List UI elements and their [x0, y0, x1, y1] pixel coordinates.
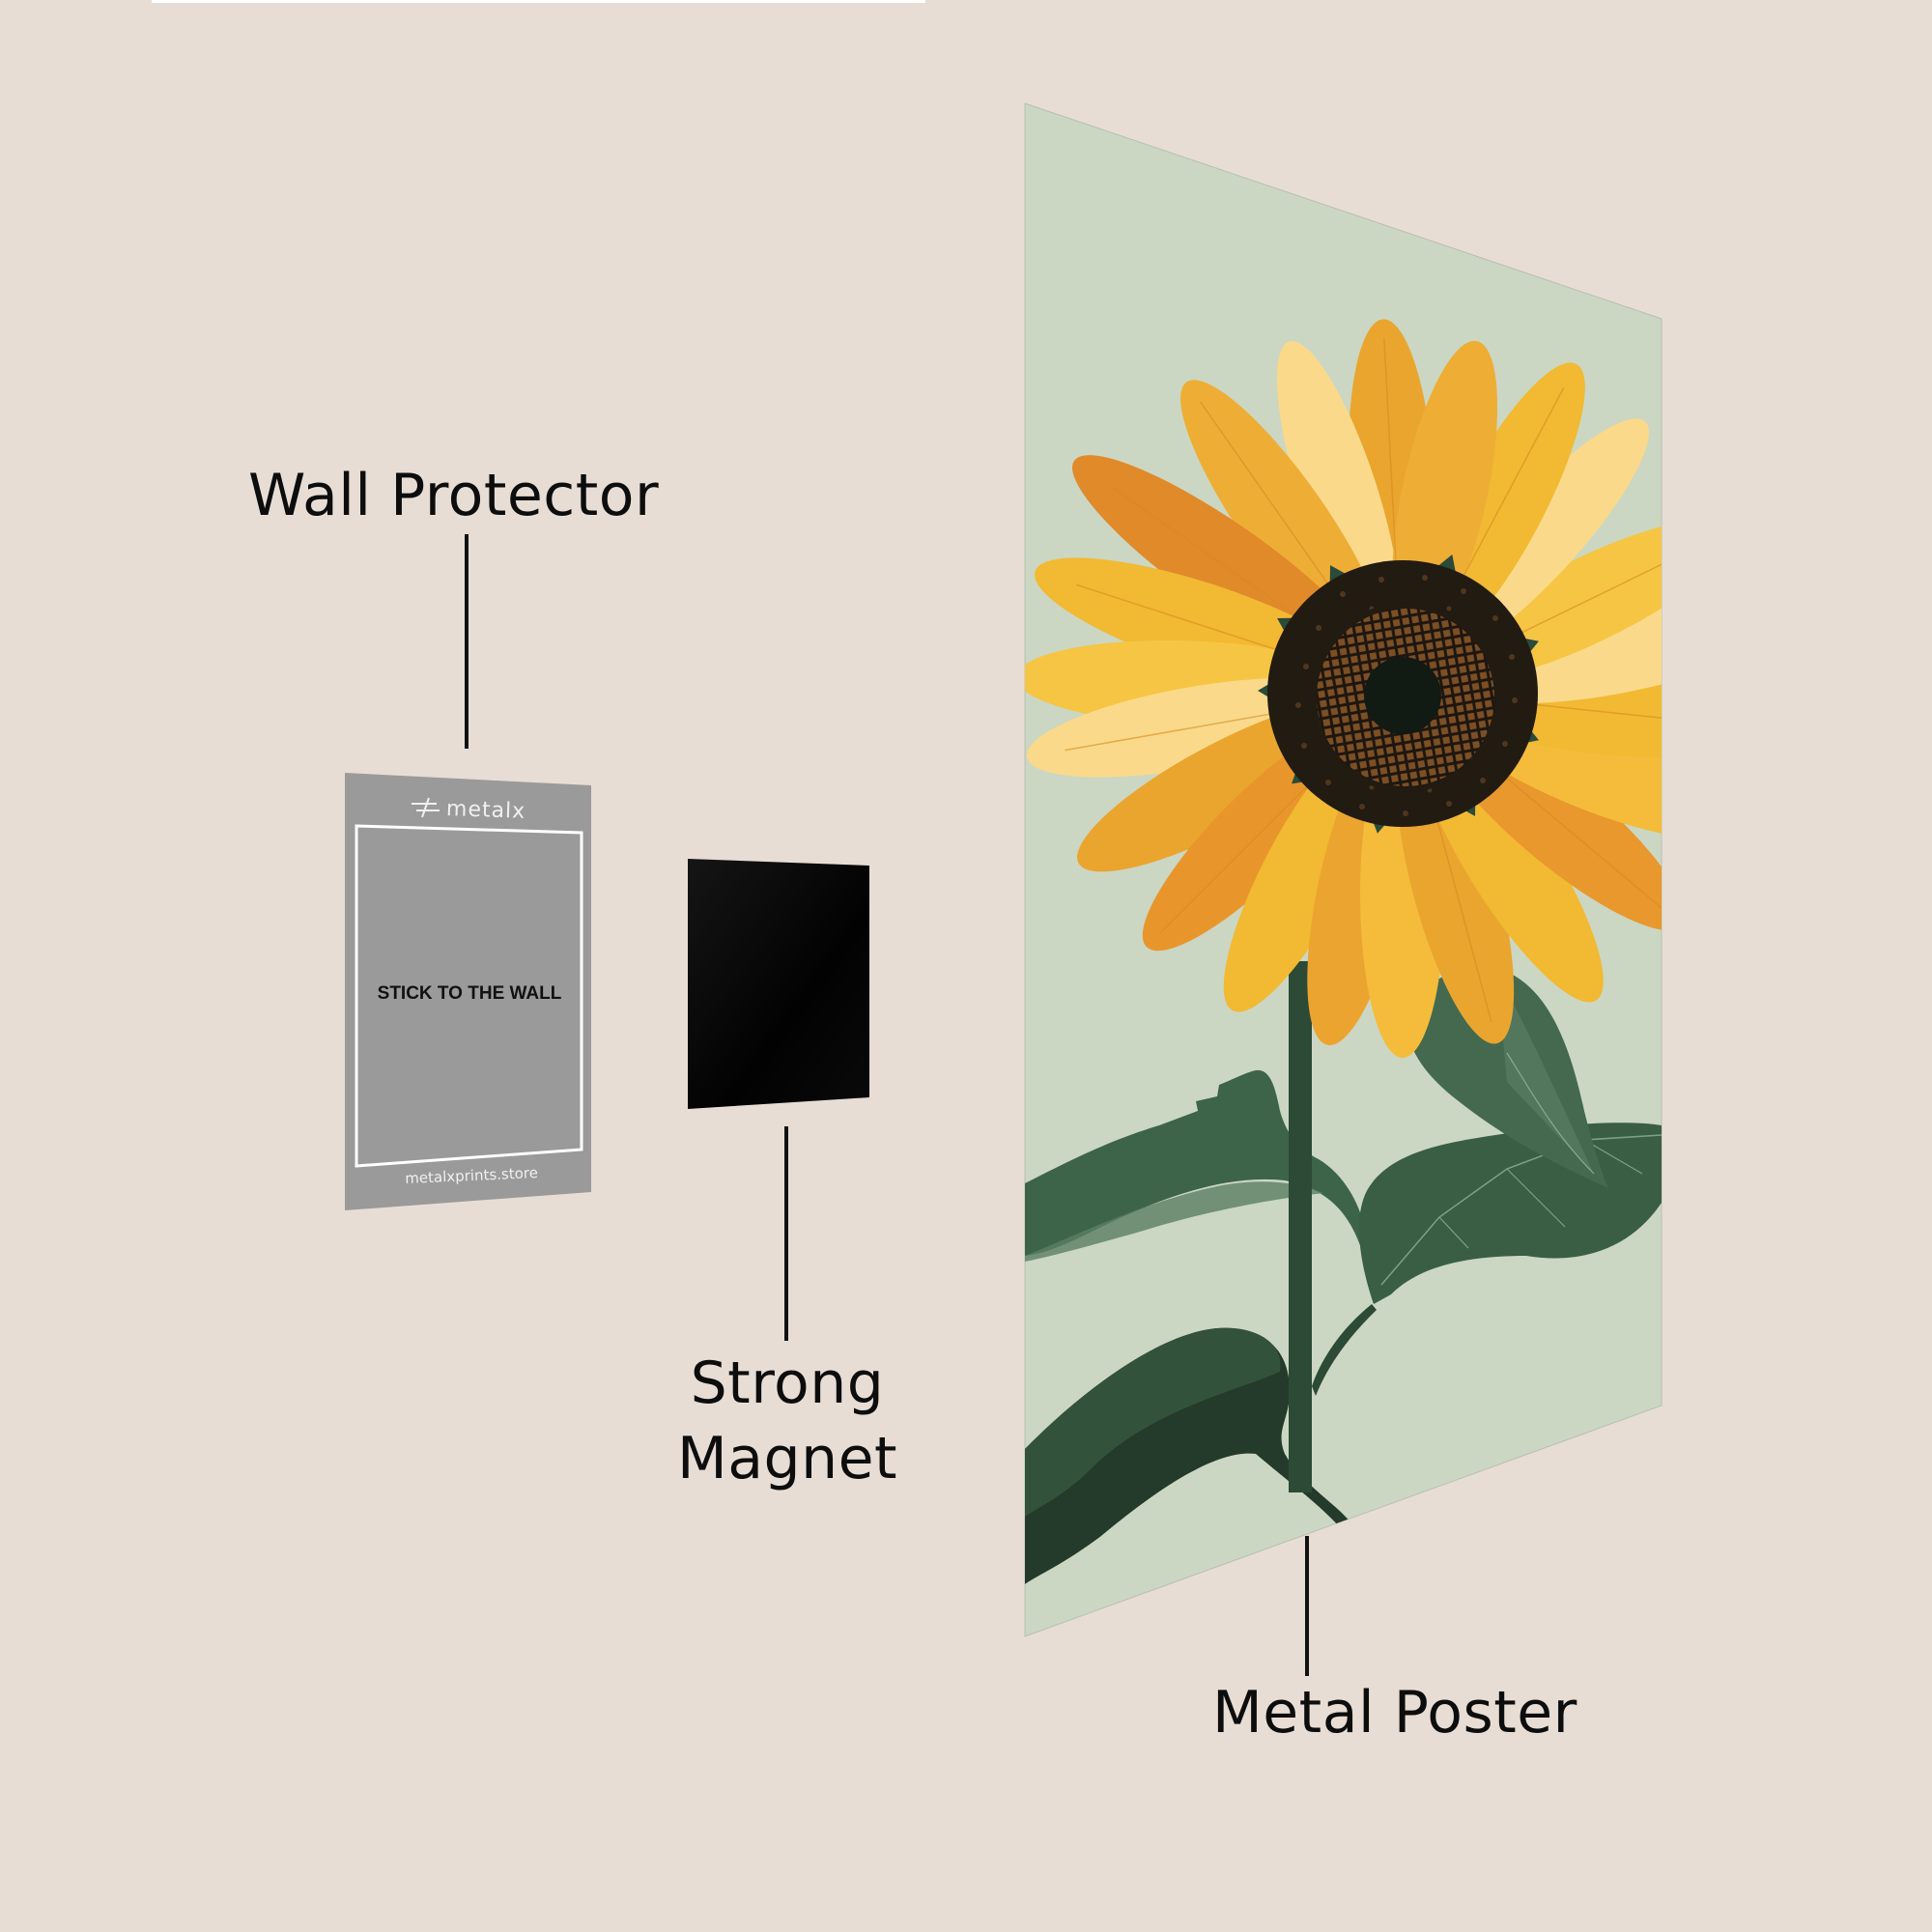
top-edge-strip	[152, 0, 925, 3]
wall-protector: metalx STICK TO THE WALL metalxprints.st…	[345, 773, 591, 1210]
strong-magnet-leader-line	[784, 1126, 788, 1341]
strong-magnet-label: Strong Magnet	[667, 1346, 908, 1496]
metalx-logo-icon	[412, 797, 440, 818]
metal-poster	[1024, 102, 1662, 1637]
metal-poster-leader-line	[1305, 1536, 1309, 1676]
wall-protector-leader-line	[465, 534, 469, 749]
wall-protector-brand: metalx	[446, 797, 526, 824]
strong-magnet-label-line1: Strong	[690, 1350, 885, 1417]
wall-protector-panel	[345, 773, 591, 1210]
sunflower-illustration	[1025, 319, 1662, 1584]
wall-protector-frame	[355, 824, 583, 1168]
wall-protector-website: metalxprints.store	[405, 1164, 538, 1187]
wall-protector-label: Wall Protector	[248, 462, 660, 529]
strong-magnet	[688, 859, 869, 1109]
sunflower-center	[1267, 560, 1538, 827]
wall-protector-instruction: STICK TO THE WALL	[378, 983, 562, 1004]
metal-poster-label: Metal Poster	[1212, 1679, 1577, 1747]
strong-magnet-label-line2: Magnet	[676, 1425, 898, 1492]
